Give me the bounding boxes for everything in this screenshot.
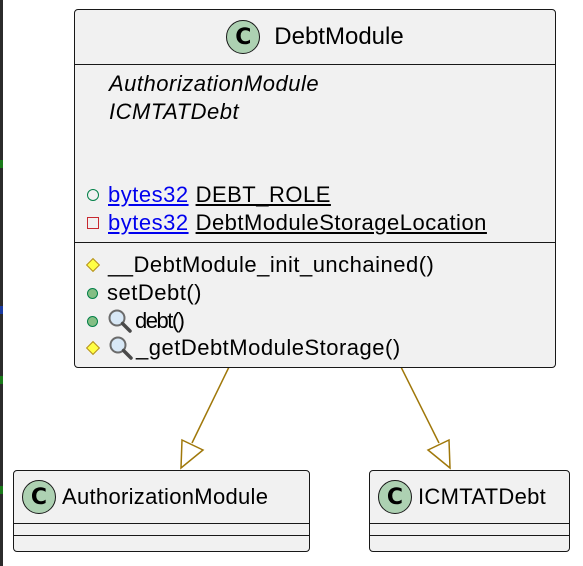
class-title: ICMTATDebt [418, 484, 547, 509]
edge-mark [0, 160, 3, 168]
divider [14, 535, 309, 536]
protected-method-icon [85, 257, 101, 273]
private-field-icon [87, 217, 99, 229]
inherits-item: AuthorizationModule [109, 71, 320, 96]
type-link[interactable]: bytes32 [108, 210, 189, 235]
inherits-item: ICMTATDebt [109, 99, 240, 124]
class-title: AuthorizationModule [62, 484, 269, 509]
edge-mark [0, 376, 3, 384]
method-row: debt() [87, 308, 185, 334]
method-name: debt() [135, 308, 185, 333]
class-c-icon: C [378, 480, 412, 514]
method-row: __DebtModule_init_unchained() [85, 252, 435, 278]
class-icmtatdebt: C ICMTATDebt [369, 470, 570, 552]
divider [75, 242, 555, 243]
divider [370, 523, 569, 524]
class-header: C AuthorizationModule [14, 471, 309, 523]
class-debtmodule: C DebtModule AuthorizationModule ICMTATD… [74, 9, 556, 368]
class-header: C DebtModule [75, 10, 555, 64]
method-row: _getDebtModuleStorage() [85, 335, 401, 361]
divider [14, 523, 309, 524]
method-name: __DebtModule_init_unchained() [108, 252, 435, 277]
field-row: bytes32 DebtModuleStorageLocation [87, 210, 487, 236]
class-title: DebtModule [274, 23, 404, 50]
method-name: setDebt() [107, 280, 202, 305]
public-method-icon [87, 287, 98, 299]
class-header: C ICMTATDebt [370, 471, 569, 523]
class-authorizationmodule: C AuthorizationModule [13, 470, 310, 552]
class-c-icon: C [22, 480, 56, 514]
arrowhead-authorization [180, 438, 205, 470]
left-edge-strip [0, 0, 3, 566]
magnifier-icon [109, 336, 133, 360]
edge-mark [0, 306, 3, 314]
type-link[interactable]: bytes32 [108, 182, 189, 207]
class-c-icon: C [226, 20, 261, 54]
public-method-icon [87, 315, 98, 327]
divider [75, 64, 555, 65]
method-name: _getDebtModuleStorage() [136, 335, 401, 360]
arrowhead-icmtatdebt [426, 438, 451, 470]
magnifier-icon [108, 309, 132, 333]
edge-mark [0, 486, 3, 494]
public-field-icon [87, 189, 99, 201]
method-row: setDebt() [87, 280, 202, 306]
field-name: DEBT_ROLE [195, 182, 331, 207]
arrow-line-icmtatdebt [400, 366, 440, 444]
arrow-line-authorization [191, 366, 230, 444]
field-name: DebtModuleStorageLocation [195, 210, 487, 235]
divider [370, 535, 569, 536]
protected-method-icon [85, 340, 101, 356]
field-row: bytes32 DEBT_ROLE [87, 182, 331, 208]
